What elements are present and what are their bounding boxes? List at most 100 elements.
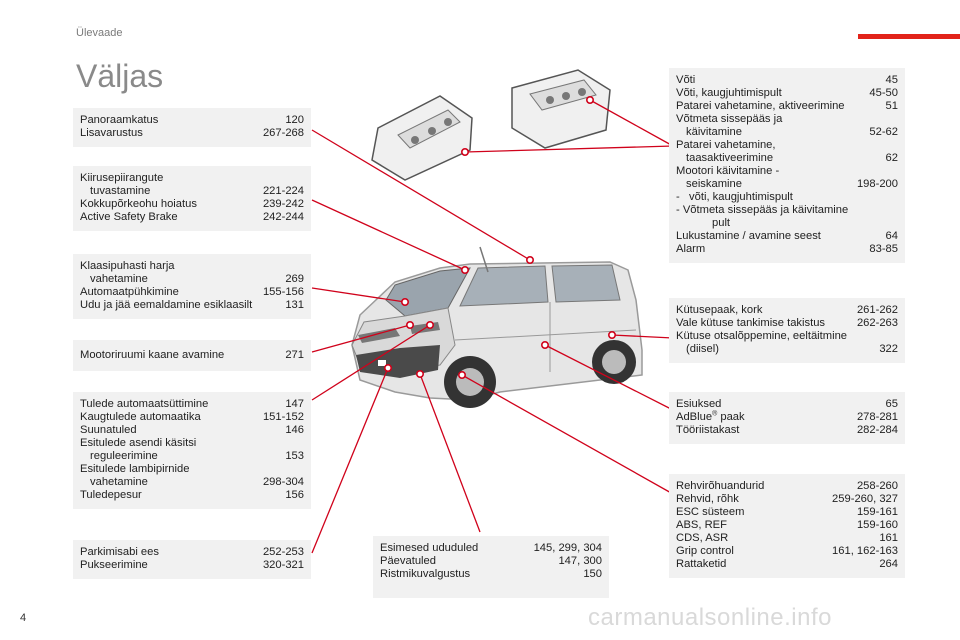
entry-text: Tuledepesur (80, 489, 142, 501)
entry-text: Võti (676, 74, 696, 86)
box-lighting: Tulede automaatsüttimine 147 Kaugtulede a… (73, 392, 311, 509)
entry-text: Automaatpühkimine (80, 286, 179, 298)
watermark: carmanualsonline.info (588, 604, 832, 631)
entry-text: Rehvirõhuandurid (676, 480, 765, 492)
entry-text: Vale kütuse tankimise takistus (676, 317, 826, 329)
entry-text: pult (712, 217, 731, 229)
page-title: Väljas (76, 58, 164, 94)
entry-row: Päevatuled 147, 300 (380, 555, 602, 568)
entry-text: Suunatuled (80, 424, 137, 436)
entry-page: 65 (885, 398, 898, 410)
entry-page: 51 (885, 100, 898, 112)
entry-page: 156 (285, 489, 304, 501)
entry-text: Lukustamine / avamine seest (676, 230, 821, 242)
entry-text: Patarei vahetamine, aktiveerimine (676, 100, 845, 112)
entry-page: 147, 300 (558, 555, 602, 567)
entry-text: Tööriistakast (676, 424, 740, 436)
entry-page: 153 (285, 450, 304, 462)
entry-text: taasaktiveerimine (686, 152, 774, 164)
leader-lines (311, 99, 674, 554)
entry-page: 145, 299, 304 (533, 542, 602, 554)
entry-page: 258-260 (856, 480, 898, 492)
entry-page: 159-161 (856, 506, 898, 518)
entry-text: Grip control (676, 545, 734, 557)
entry-text: Mootoriruumi kaane avamine (80, 349, 225, 361)
entry-text: Kokkupõrkeohu hoiatus (80, 198, 197, 210)
entry-text: - võti, kaugjuhtimispult (676, 191, 793, 203)
entry-page: 264 (879, 558, 898, 570)
entry-page: 320-321 (262, 559, 304, 571)
entry-row: Rehvirõhuandurid 258-260 (676, 480, 898, 493)
entry-page: 282-284 (856, 424, 898, 436)
entry-text: Esitulede lambipirnide (80, 463, 190, 475)
page-number: 4 (20, 612, 27, 624)
entry-row: tuvastamine 221-224 (80, 185, 304, 198)
entry-row: - võti, kaugjuhtimispult (676, 191, 898, 204)
entry-text: Parkimisabi ees (80, 546, 159, 558)
entry-page: 221-224 (262, 185, 304, 197)
adblue-suffix: paak (717, 411, 745, 423)
entry-text: Rattaketid (676, 558, 727, 570)
entry-text: Lisavarustus (80, 127, 143, 139)
entry-text: Tulede automaatsüttimine (80, 398, 209, 410)
entry-text: Patarei vahetamine, (676, 139, 776, 151)
entry-page: 242-244 (262, 211, 304, 223)
entry-text: Päevatuled (380, 555, 436, 567)
entry-page: 83-85 (869, 243, 898, 255)
entry-page: 269 (285, 273, 304, 285)
entry-page: 159-160 (856, 519, 898, 531)
van-illustration (351, 246, 643, 408)
entry-text: Pukseerimine (80, 559, 148, 571)
entry-page: 147 (285, 398, 304, 410)
entry-text: Kütusepaak, kork (676, 304, 763, 316)
adblue-label: AdBlue (676, 411, 713, 423)
entry-page: 150 (583, 568, 602, 580)
entry-text: Võti, kaugjuhtimispult (676, 87, 782, 99)
entry-page: 239-242 (262, 198, 304, 210)
entry-text: tuvastamine (90, 185, 151, 197)
entry-row: Tuledepesur 156 (80, 489, 304, 502)
entry-text: Mootori käivitamine - (676, 165, 780, 177)
entry-row: Pukseerimine 320-321 (80, 559, 304, 572)
entry-page: 151-152 (262, 411, 304, 423)
entry-text: CDS, ASR (676, 532, 729, 544)
entry-text: Ristmikuvalgustus (380, 568, 471, 580)
section-label: Ülevaade (76, 27, 123, 39)
entry-page: 262-263 (856, 317, 898, 329)
entry-page: 155-156 (262, 286, 304, 298)
entry-page: 198-200 (856, 178, 898, 190)
callout-dots (383, 96, 616, 379)
key-fob-illustration (371, 69, 611, 181)
entry-text: vahetamine (90, 476, 148, 488)
entry-text: - Võtmeta sissepääs ja käivitamine (676, 204, 849, 216)
